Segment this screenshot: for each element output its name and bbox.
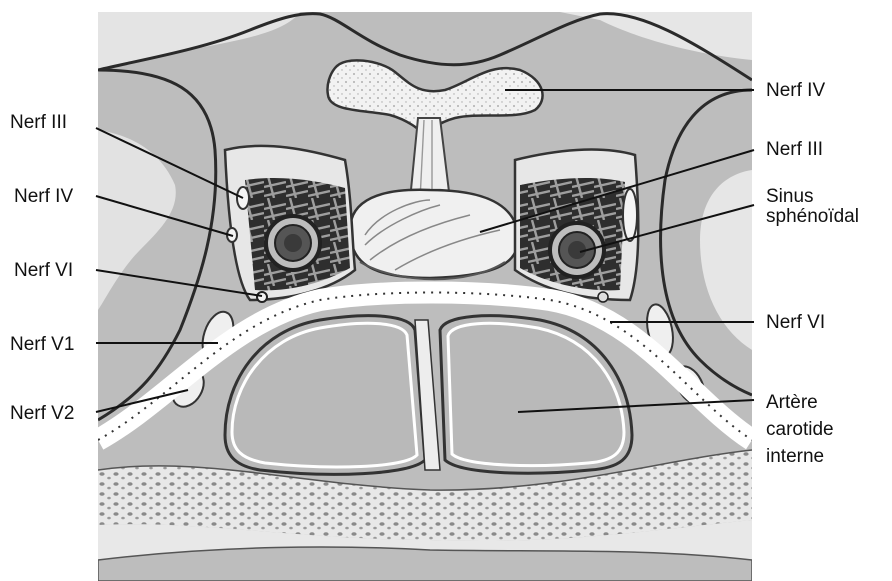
label-sinus-line-2: sphénoïdal: [766, 206, 859, 227]
label-nerf-vi-right: Nerf VI: [766, 312, 825, 333]
label-sinus-line-1: Sinus: [766, 186, 814, 207]
label-nerf-v2: Nerf V2: [10, 403, 74, 424]
labels-left: Nerf III Nerf IV Nerf VI Nerf V1 Nerf V2: [10, 112, 74, 424]
label-nerf-iv-right: Nerf IV: [766, 80, 825, 101]
label-nerf-vi-left: Nerf VI: [14, 260, 73, 281]
labels-right: Nerf IV Nerf III Sinus sphénoïdal Nerf V…: [766, 80, 859, 467]
label-artere-line-3: interne: [766, 446, 824, 467]
label-nerf-iii-left: Nerf III: [10, 112, 67, 133]
label-nerf-iii-right: Nerf III: [766, 139, 823, 160]
label-nerf-v1: Nerf V1: [10, 334, 74, 355]
illustration: [98, 12, 752, 581]
hypophysis: [350, 190, 518, 278]
label-artere-line-1: Artère: [766, 392, 818, 413]
label-nerf-iv-left: Nerf IV: [14, 186, 73, 207]
label-artere-line-2: carotide: [766, 419, 834, 440]
